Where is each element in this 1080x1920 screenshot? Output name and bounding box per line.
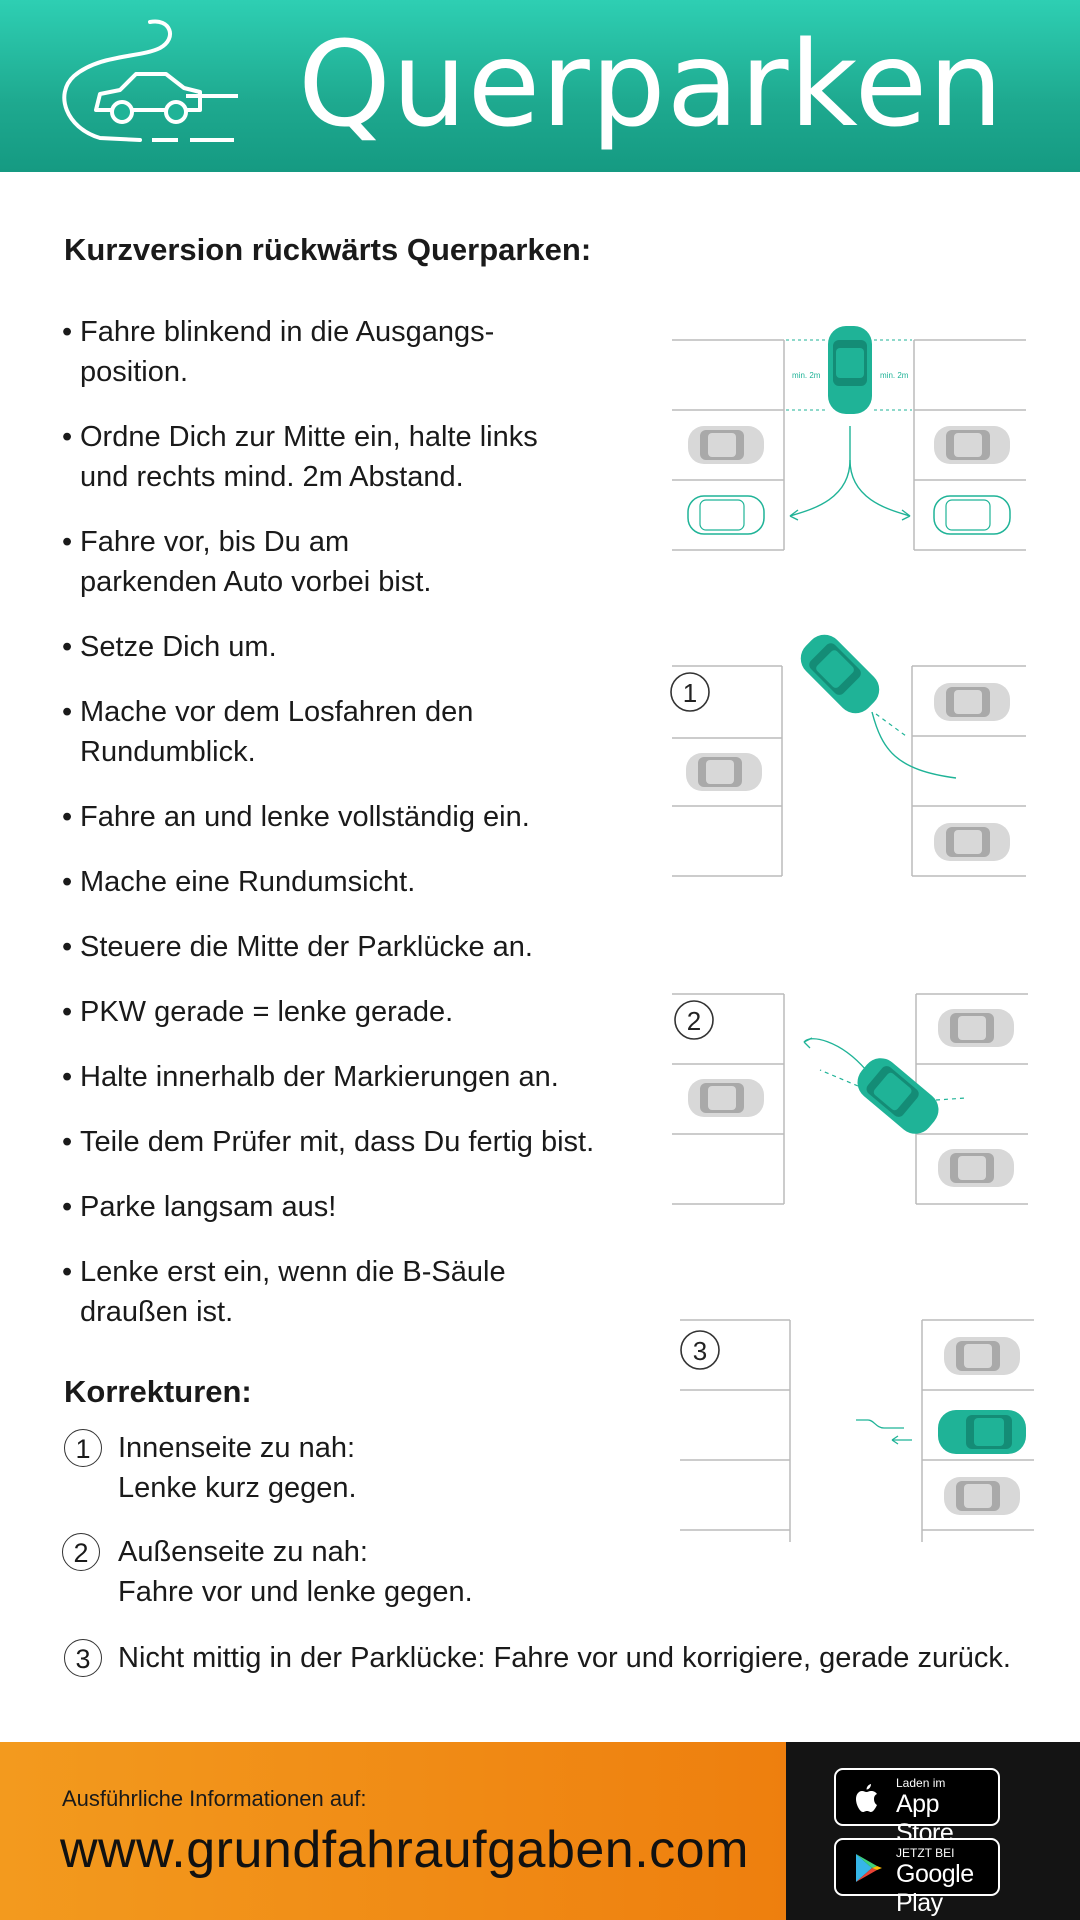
correction-text-line1: Außenseite zu nah: [118,1536,368,1568]
step-2-diagram: 2 [672,993,1028,1205]
step-3-diagram: 3 [680,1319,1034,1542]
correction-text-line2: Lenke kurz gegen. [118,1472,357,1504]
step-item: Teile dem Prüfer mit, dass Du fertig bis… [62,1122,632,1162]
google-play-small-label: JETZT BEI [896,1846,955,1860]
step-1-diagram: 1 [670,627,1026,877]
corrections-heading: Korrekturen: [64,1374,252,1409]
number-badge: 2 [62,1533,100,1571]
footer-info-panel: Ausführliche Informationen auf: www.grun… [0,1742,786,1920]
min-distance-label-left: min. 2m [792,371,821,380]
google-play-icon [856,1854,882,1882]
step-item: Parke langsam aus! [62,1187,632,1227]
app-store-button[interactable]: Laden im App Store [834,1768,1000,1847]
step-item: Lenke erst ein, wenn die B-Säule draußen… [62,1252,632,1332]
header-banner: Querparken [0,0,1080,172]
step-item: Ordne Dich zur Mitte ein, halte links un… [62,417,632,497]
number-badge: 3 [64,1639,102,1677]
short-version-heading: Kurzversion rückwärts Querparken: [64,232,592,267]
correction-text-line1: Innenseite zu nah: [118,1432,356,1464]
step-number: 2 [687,1006,701,1036]
step-item: Setze Dich um. [62,627,632,667]
step-item: Halte innerhalb der Markierungen an. [62,1057,632,1097]
google-play-button[interactable]: JETZT BEI Google Play [834,1838,1000,1917]
correction-text-line1: Nicht mittig in der Parklücke: Fahre vor… [118,1642,1011,1674]
step-item: Mache eine Rundumsicht. [62,862,632,902]
step-number: 3 [693,1336,707,1366]
step-number-circle [680,1330,720,1370]
page-title: Querparken [298,15,1005,153]
google-play-label: Google Play [896,1860,974,1917]
step-item: Steuere die Mitte der Parklücke an. [62,927,632,967]
step-item: Fahre blinkend in die Ausgangs- position… [62,312,632,392]
step-number-circle [670,672,710,712]
correction-text-line2: Fahre vor und lenke gegen. [118,1576,473,1608]
start-position-diagram: min. 2m min. 2m [672,326,1026,551]
footer: Ausführliche Informationen auf: www.grun… [0,1742,1080,1920]
step-item: Fahre an und lenke vollständig ein. [62,797,632,837]
number-badge: 1 [64,1429,102,1467]
step-item: Mache vor dem Losfahren den Rundumblick. [62,692,632,772]
apple-icon [856,1784,877,1812]
step-number-circle [674,1000,714,1040]
step-item: PKW gerade = lenke gerade. [62,992,632,1032]
step-list: Fahre blinkend in die Ausgangs- position… [62,312,632,1357]
footer-info-text: Ausführliche Informationen auf: [62,1786,367,1811]
website-link[interactable]: www.grundfahraufgaben.com [60,1821,749,1879]
step-item: Fahre vor, bis Du am parkenden Auto vorb… [62,522,632,602]
driving-car-logo-icon [62,19,238,142]
step-number: 1 [683,678,697,708]
min-distance-label-right: min. 2m [880,371,909,380]
app-store-small-label: Laden im [896,1776,946,1790]
